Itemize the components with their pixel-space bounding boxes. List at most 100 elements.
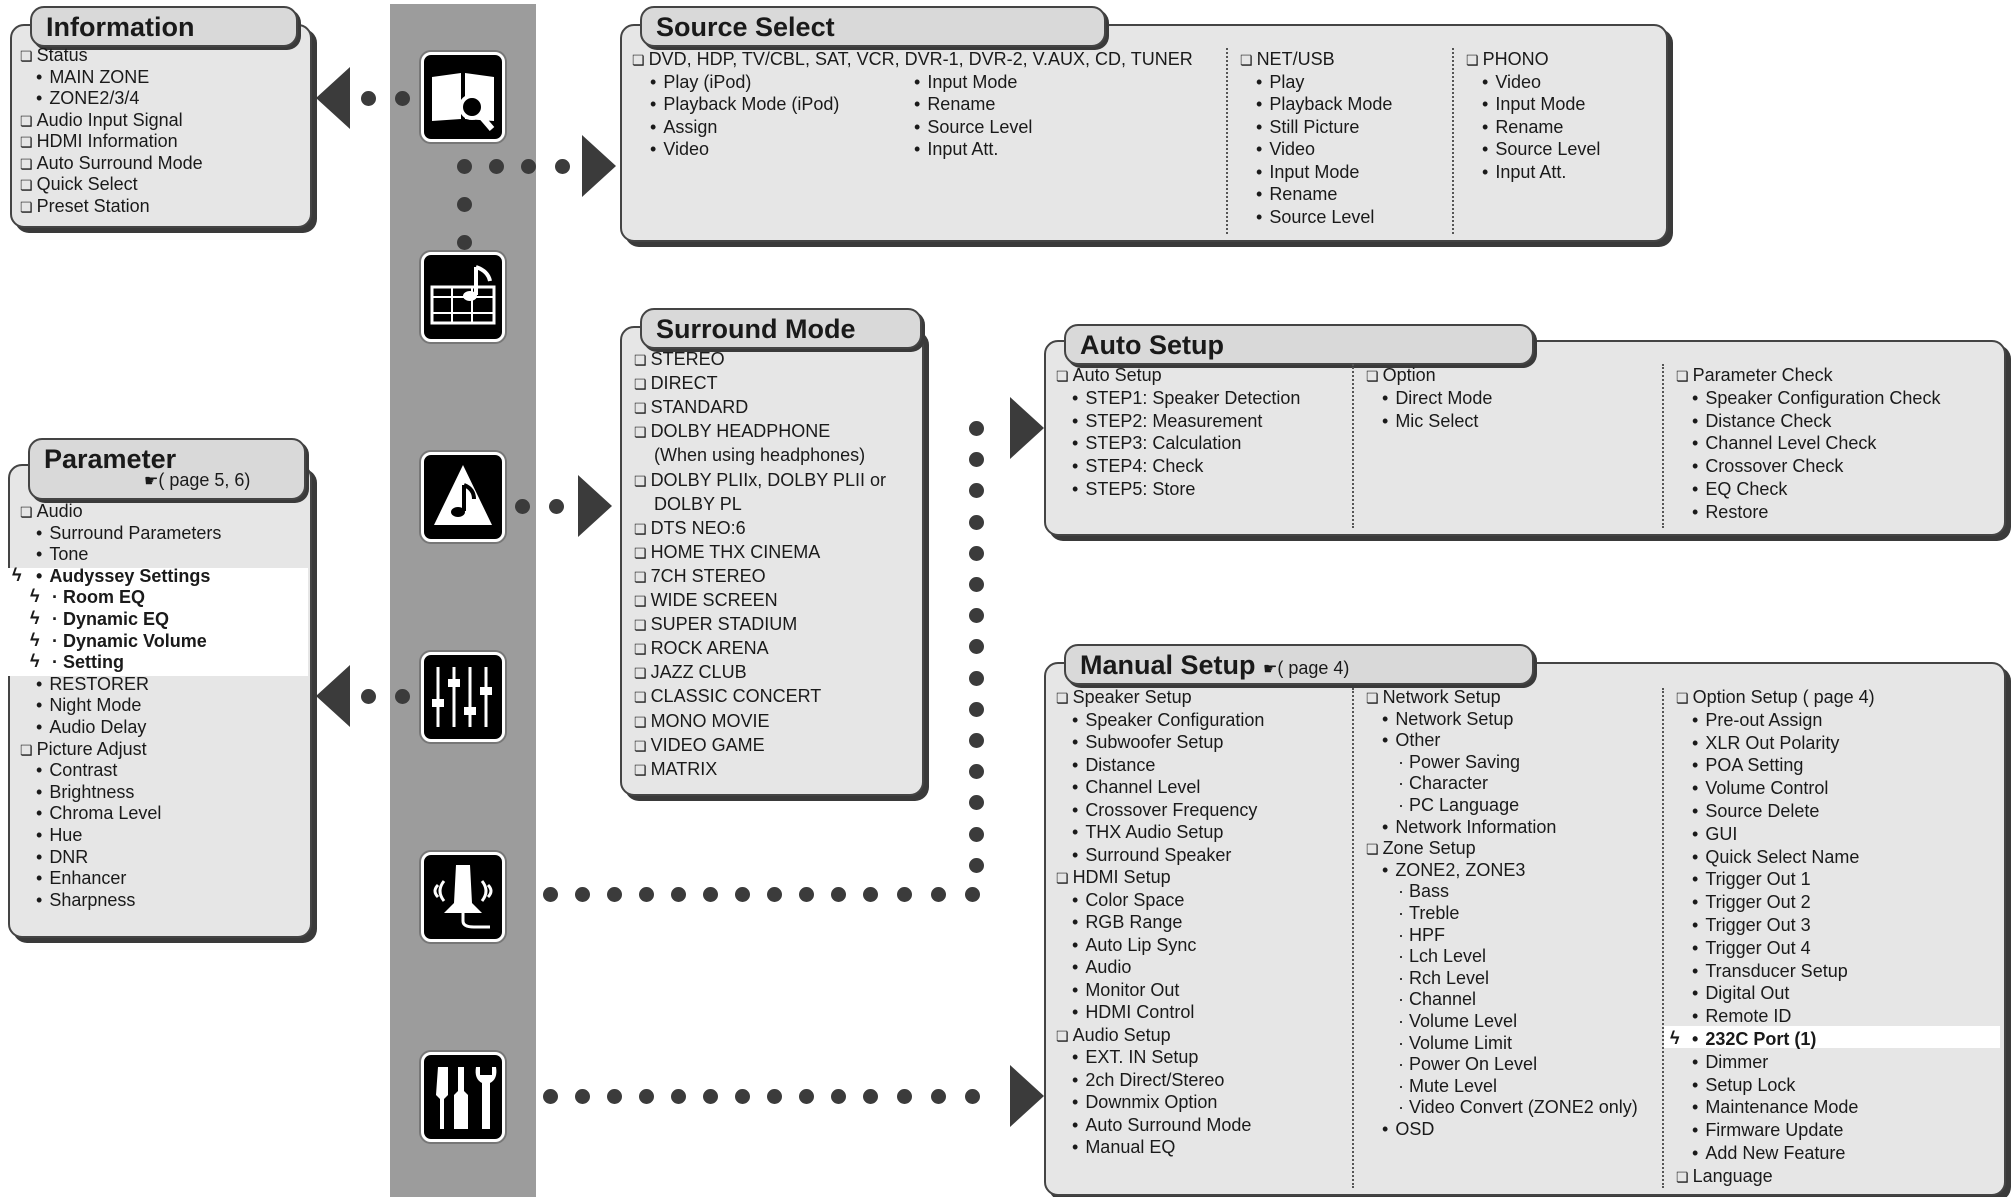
manual-col1-item: Auto Lip Sync bbox=[1072, 934, 1196, 956]
auto-col3-item: Distance Check bbox=[1692, 410, 1831, 432]
connector-dot bbox=[521, 159, 536, 174]
parameter-item: Audio Delay bbox=[36, 716, 146, 738]
parameter-item: Chroma Level bbox=[36, 802, 161, 824]
connector-dot bbox=[969, 515, 984, 530]
auto-col1-item: STEP1: Speaker Detection bbox=[1072, 387, 1300, 409]
surround-item: 7CH STEREO bbox=[634, 565, 766, 588]
surround-item: STEREO bbox=[634, 348, 725, 371]
parameter-item: Hue bbox=[36, 824, 82, 846]
connector-dot bbox=[735, 887, 750, 902]
connector-dot bbox=[639, 887, 654, 902]
surround-item: DIRECT bbox=[634, 372, 718, 395]
manual-col1-item: Audio Setup bbox=[1056, 1024, 1171, 1047]
surround-item: DOLBY PLIIx, DOLBY PLII or bbox=[634, 469, 886, 492]
information-icon[interactable] bbox=[421, 52, 505, 142]
source-select-icon[interactable] bbox=[421, 252, 505, 342]
manual-col1-item: RGB Range bbox=[1072, 911, 1182, 933]
manual-col2-item: Mute Level bbox=[1398, 1075, 1497, 1097]
manual-col1-item: Surround Speaker bbox=[1072, 844, 1231, 866]
auto-col3-item: EQ Check bbox=[1692, 478, 1787, 500]
information-item: Quick Select bbox=[20, 173, 138, 196]
surround-mode-icon[interactable] bbox=[421, 452, 505, 542]
connector-dot bbox=[457, 159, 472, 174]
source-col1b-item: Source Level bbox=[914, 116, 1032, 138]
parameter-item: Brightness bbox=[36, 781, 134, 803]
connector-dot bbox=[515, 499, 530, 514]
connector-dot bbox=[969, 452, 984, 467]
connector-dot bbox=[799, 1089, 814, 1104]
source-col1a-item: Video bbox=[650, 138, 709, 160]
manual-col1-item: EXT. IN Setup bbox=[1072, 1046, 1198, 1068]
parameter-title-text: Parameter bbox=[44, 444, 177, 474]
manual-setup-icon[interactable] bbox=[421, 1052, 505, 1142]
connector-dot bbox=[799, 887, 814, 902]
connector-dot bbox=[361, 91, 376, 106]
auto-setup-icon[interactable] bbox=[421, 852, 505, 942]
manual-col2-item: Volume Limit bbox=[1398, 1032, 1512, 1054]
menu-spine bbox=[390, 4, 536, 1197]
arrow-left-icon bbox=[316, 665, 350, 727]
parameter-item: Sharpness bbox=[36, 889, 135, 911]
parameter-item: · Room EQ bbox=[52, 587, 145, 607]
source-col2-item: Play bbox=[1256, 71, 1304, 93]
auto-col3-item: Crossover Check bbox=[1692, 455, 1843, 477]
parameter-item: DNR bbox=[36, 846, 88, 868]
connector-dot bbox=[767, 1089, 782, 1104]
auto-col2-item: Option bbox=[1366, 364, 1436, 387]
manual-col1-item: Downmix Option bbox=[1072, 1091, 1217, 1113]
connector-dot bbox=[969, 827, 984, 842]
manual-col2-item: Power On Level bbox=[1398, 1053, 1537, 1075]
manual-col2-item: Network Setup bbox=[1382, 708, 1513, 730]
source-col3-item: Source Level bbox=[1482, 138, 1600, 160]
auto-col1-item: STEP3: Calculation bbox=[1072, 432, 1241, 454]
manual-col2-item: Power Saving bbox=[1398, 751, 1520, 773]
arrow-left-icon bbox=[316, 67, 350, 129]
audyssey-mark-icon: ϟ bbox=[30, 586, 40, 606]
manual-col1-item: Distance bbox=[1072, 754, 1155, 776]
manual-col1-item: HDMI Control bbox=[1072, 1001, 1194, 1023]
manual-col3-item: POA Setting bbox=[1692, 754, 1803, 776]
connector-dot bbox=[969, 639, 984, 654]
arrow-right-icon bbox=[578, 475, 612, 537]
manual-col2-item: Rch Level bbox=[1398, 967, 1489, 989]
pointing-hand-icon: ☛ bbox=[1263, 661, 1278, 678]
parameter-item: Audio bbox=[20, 500, 83, 523]
connector-dot bbox=[969, 702, 984, 717]
connector-dot bbox=[863, 887, 878, 902]
parameter-icon[interactable] bbox=[421, 652, 505, 742]
manual-col1-item: Speaker Setup bbox=[1056, 686, 1192, 709]
pointing-hand-icon: ☛ bbox=[144, 473, 159, 490]
manual-col2-item: Treble bbox=[1398, 902, 1459, 924]
information-item: Auto Surround Mode bbox=[20, 152, 203, 175]
information-item: ZONE2/3/4 bbox=[36, 87, 139, 109]
surround-item: SUPER STADIUM bbox=[634, 613, 798, 636]
parameter-item: Tone bbox=[36, 543, 88, 565]
source-divider-2 bbox=[1452, 48, 1454, 234]
source-col3-item: Video bbox=[1482, 71, 1541, 93]
manual-col1-item: Crossover Frequency bbox=[1072, 799, 1257, 821]
connector-dot bbox=[543, 1089, 558, 1104]
parameter-item: · Setting bbox=[52, 652, 124, 672]
information-item: MAIN ZONE bbox=[36, 66, 149, 88]
manual-col3-item: Trigger Out 3 bbox=[1692, 914, 1810, 936]
manual-col2-item: Video Convert (ZONE2 only) bbox=[1398, 1096, 1638, 1118]
manual-col3-item: Option Setup ( page 4) bbox=[1676, 686, 1875, 709]
connector-dot bbox=[863, 1089, 878, 1104]
manual-col2-item: Network Setup bbox=[1366, 686, 1501, 709]
manual-col2-item: Bass bbox=[1398, 880, 1449, 902]
manual-col2-item: Network Information bbox=[1382, 816, 1556, 838]
manual-col2-item: Character bbox=[1398, 772, 1488, 794]
surround-item: ROCK ARENA bbox=[634, 637, 769, 660]
manual-col3-item: Quick Select Name bbox=[1692, 846, 1859, 868]
manual-col1-item: Speaker Configuration bbox=[1072, 709, 1264, 731]
source-col1b-item: Input Mode bbox=[914, 71, 1017, 93]
manual-col3-item: Transducer Setup bbox=[1692, 960, 1847, 982]
connector-dot bbox=[969, 577, 984, 592]
connector-dot bbox=[457, 197, 472, 212]
surround-item: WIDE SCREEN bbox=[634, 589, 778, 612]
parameter-item: · Dynamic EQ bbox=[52, 609, 170, 629]
manual-col2-item: Other bbox=[1382, 729, 1440, 751]
manual-col3-item: XLR Out Polarity bbox=[1692, 732, 1839, 754]
connector-dot bbox=[575, 1089, 590, 1104]
manual-col1-item: THX Audio Setup bbox=[1072, 821, 1223, 843]
